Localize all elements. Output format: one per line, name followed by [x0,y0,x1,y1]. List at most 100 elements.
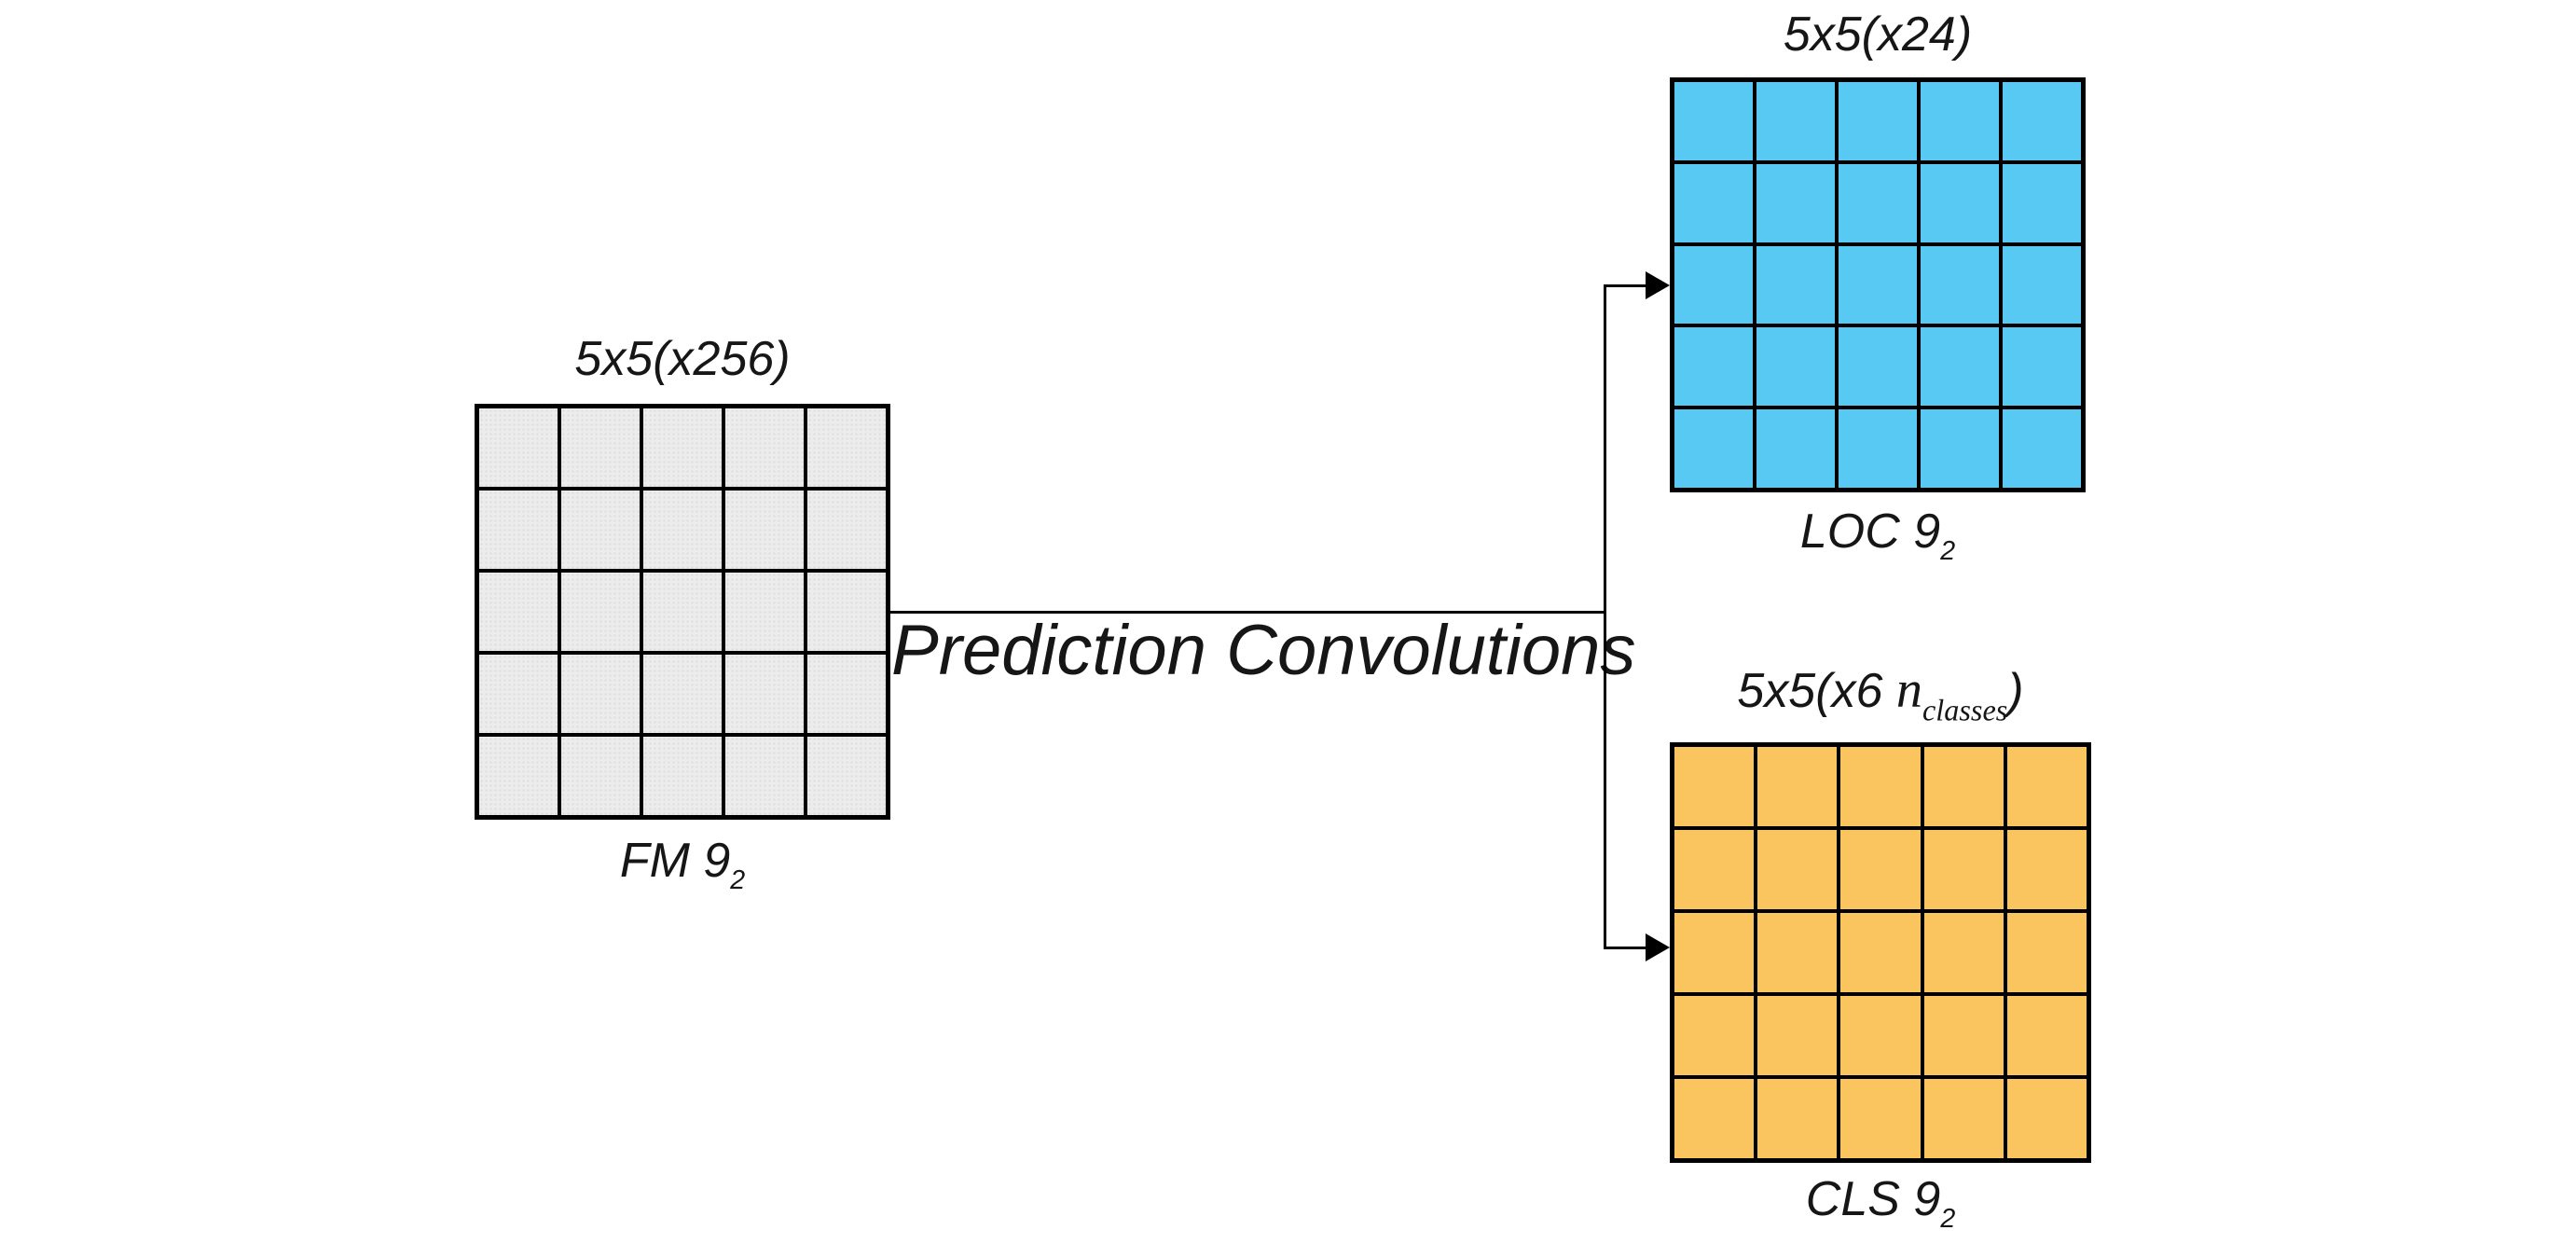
grid-cell [1922,1077,2005,1160]
grid-cell [2001,80,2083,162]
fm-grid [475,404,890,820]
grid-cell [641,735,723,817]
loc-kernel-size-label: 5x5(x24) [1783,7,1973,62]
grid-cell [2004,828,2088,911]
grid-cell [559,407,641,489]
grid-cell [2004,745,2088,828]
grid-cell [723,571,806,653]
grid-cell [1839,911,1922,994]
grid-cell [1673,745,1756,828]
grid-cell [1922,828,2005,911]
grid-cell [1755,243,1837,326]
grid-cell [1839,1077,1922,1160]
grid-cell [559,489,641,571]
grid-cell [2004,1077,2088,1160]
grid-cell [1755,325,1837,408]
grid-cell [1756,911,1839,994]
connector-line-to-cls [1604,947,1647,949]
grid-cell [477,571,559,653]
grid-cell [1837,161,1919,244]
grid-cell [1922,745,2005,828]
grid-cell [1673,80,1755,162]
grid-cell [2001,325,2083,408]
grid-cell [1837,243,1919,326]
grid-cell [1673,325,1755,408]
cls-kernel-variable-subscript: classes [1922,693,2008,727]
grid-cell [1839,828,1922,911]
loc-grid [1670,77,2086,492]
grid-cell [641,489,723,571]
cls-name-label: CLS 92 [1670,1172,2091,1232]
cls-name-text: CLS 9 [1805,1172,1941,1226]
cls-kernel-suffix: ) [2007,664,2024,718]
grid-cell [723,407,806,489]
grid-cell [806,489,888,571]
cls-kernel-prefix: 5x5(x6 [1737,664,1896,718]
grid-cell [641,571,723,653]
loc-name-label: LOC 92 [1670,505,2086,564]
grid-cell [2001,161,2083,244]
grid-cell [1837,408,1919,490]
cls-kernel-variable: n [1895,661,1922,719]
grid-cell [1756,745,1839,828]
grid-cell [806,571,888,653]
grid-cell [1673,408,1755,490]
grid-cell [1673,828,1756,911]
cls-name-subscript: 2 [1940,1203,1956,1234]
grid-cell [477,407,559,489]
grid-cell [559,653,641,735]
grid-cell [2001,408,2083,490]
arrow-right-icon [1646,271,1670,299]
fm-kernel-size-label: 5x5(x256) [574,332,791,386]
grid-cell [1839,994,1922,1077]
fm-name-label: FM 92 [475,834,890,893]
grid-cell [1756,828,1839,911]
grid-cell [477,489,559,571]
grid-cell [1673,243,1755,326]
cls-grid [1670,742,2091,1163]
grid-cell [806,735,888,817]
connector-line-branch [1604,284,1606,948]
grid-cell [1919,243,2001,326]
grid-cell [1839,745,1922,828]
loc-name-subscript: 2 [1940,535,1956,566]
fm-name-subscript: 2 [730,864,746,895]
grid-cell [559,735,641,817]
grid-cell [1919,325,2001,408]
grid-cell [1922,911,2005,994]
grid-cell [723,653,806,735]
cls-kernel-size-label: 5x5(x6 nclasses) [1623,660,2138,726]
grid-cell [723,735,806,817]
grid-cell [1756,1077,1839,1160]
grid-cell [641,407,723,489]
grid-cell [1755,161,1837,244]
grid-cell [1673,911,1756,994]
grid-cell [1922,994,2005,1077]
fm-name-text: FM 9 [619,834,731,888]
grid-cell [559,571,641,653]
grid-cell [723,489,806,571]
grid-cell [1837,80,1919,162]
grid-cell [1919,161,2001,244]
arrow-right-icon [1646,933,1670,961]
grid-cell [641,653,723,735]
grid-cell [806,653,888,735]
grid-cell [477,735,559,817]
grid-cell [477,653,559,735]
grid-cell [1673,161,1755,244]
grid-cell [1756,994,1839,1077]
grid-cell [1919,80,2001,162]
grid-cell [1755,408,1837,490]
grid-cell [806,407,888,489]
loc-name-text: LOC 9 [1799,505,1941,559]
grid-cell [2001,243,2083,326]
grid-cell [2004,994,2088,1077]
grid-cell [1837,325,1919,408]
grid-cell [2004,911,2088,994]
grid-cell [1919,408,2001,490]
grid-cell [1673,994,1756,1077]
connector-line-main [889,611,1605,614]
grid-cell [1673,1077,1756,1160]
prediction-convolutions-caption: Prediction Convolutions [891,611,1636,690]
